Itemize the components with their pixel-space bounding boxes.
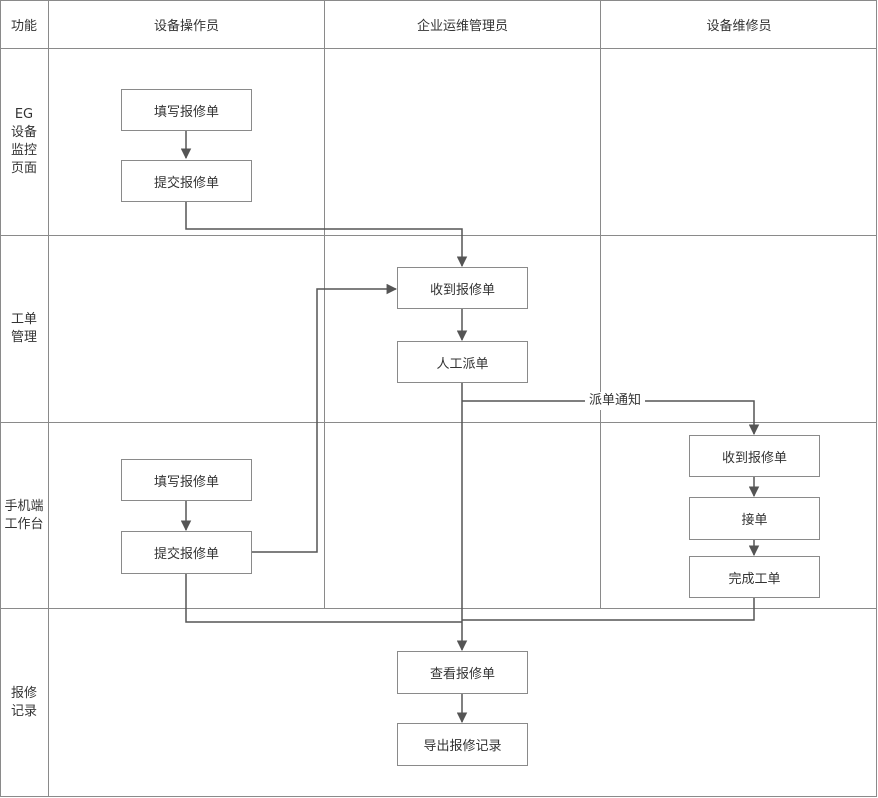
lane-label-records: 报修 记录 <box>10 686 37 719</box>
edge-mobile-submit-to-receive <box>251 283 398 553</box>
node-m-submit-form: 提交报修单 <box>121 531 252 574</box>
lane-label-mobile: 手机端 工作台 <box>4 498 44 532</box>
node-m-fill-form: 填写报修单 <box>121 459 252 501</box>
node-eg-fill-form: 填写报修单 <box>121 89 252 131</box>
node-rec-export: 导出报修记录 <box>397 723 528 766</box>
node-wo-receive-form: 收到报修单 <box>397 267 528 309</box>
edge-complete-to-records <box>462 598 755 621</box>
edge-label-dispatch-notice: 派单通知 <box>585 392 646 410</box>
edge-m-submit-to-records <box>185 574 462 623</box>
node-tech-accept: 接单 <box>689 497 820 540</box>
lane-label-workorder: 工单 管理 <box>10 312 37 345</box>
node-eg-submit-form: 提交报修单 <box>121 160 252 202</box>
edge-eg-submit-to-receive <box>185 202 468 268</box>
node-tech-receive-form: 收到报修单 <box>689 435 820 477</box>
node-rec-view-form: 查看报修单 <box>397 651 528 694</box>
header-operator: 设备操作员 <box>153 18 219 34</box>
edge-dispatch-notice <box>462 400 760 436</box>
node-wo-manual-dispatch: 人工派单 <box>397 341 528 383</box>
node-tech-complete: 完成工单 <box>689 556 820 598</box>
header-function: 功能 <box>10 18 37 34</box>
header-technician: 设备维修员 <box>706 18 772 34</box>
lane-label-eg: EG 设备 监控 页面 <box>10 107 37 176</box>
header-ops-admin: 企业运维管理员 <box>416 18 508 34</box>
